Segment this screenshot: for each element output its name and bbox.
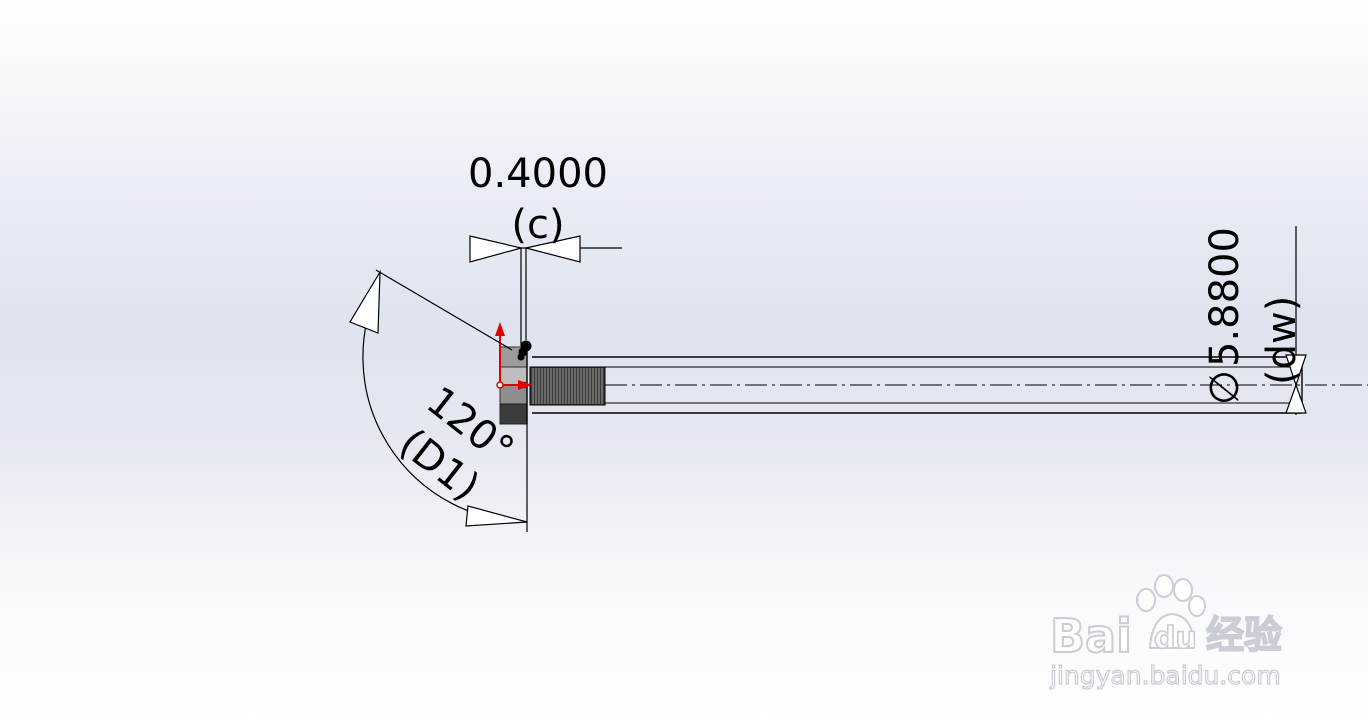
chamfer-dimension-value[interactable]: 0.4000 [468,151,608,197]
watermark-brand-c: 经验 [1206,613,1282,657]
diameter-arrow-top [1285,354,1307,387]
origin-triad-icon [495,322,532,390]
part-body[interactable] [532,356,1368,414]
angle-arrow-lower [465,505,528,527]
watermark-url: jingyan.baidu.com [1049,661,1281,690]
angle-extension-upper [375,269,513,351]
dimension-chamfer[interactable]: 0.4000 (c) [468,151,622,345]
paw-icon [1136,574,1206,649]
watermark-brand-a: Bai [1050,609,1132,663]
chamfer-arrow-left [469,235,522,263]
dimension-diameter[interactable]: ∅ 5.8800 (dw) [1202,226,1307,415]
diameter-dimension-value[interactable]: 5.8800 [1202,227,1248,367]
diameter-dimension-name[interactable]: (dw) [1259,296,1305,385]
chamfer-dimension-name[interactable]: (c) [511,202,564,248]
angle-arrow-upper [349,269,381,334]
diameter-arrow-bottom [1285,383,1307,414]
watermark-brand-b: du [1154,621,1197,656]
diameter-symbol: ∅ [1202,370,1248,405]
baidu-watermark: Bai du 经验 jingyan.baidu.com [1048,574,1283,691]
thread-section [529,366,606,406]
chamfer-arrow-right [525,235,581,263]
